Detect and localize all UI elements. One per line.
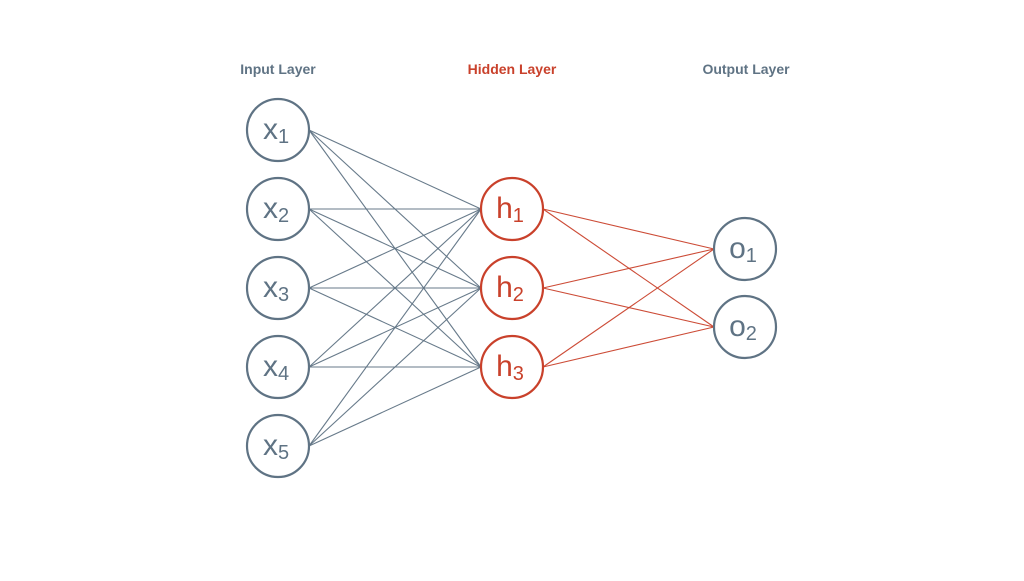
- node-index: 2: [278, 205, 289, 227]
- node-label: h1: [496, 192, 524, 227]
- node-x3: x3: [245, 255, 311, 321]
- node-circle: [245, 97, 311, 163]
- node-label: x4: [263, 350, 289, 385]
- node-label: x1: [263, 113, 289, 148]
- node-index: 3: [278, 284, 289, 306]
- node-index: 2: [513, 284, 524, 306]
- node-index: 5: [278, 442, 289, 464]
- node-index: 1: [278, 126, 289, 148]
- node-label: x5: [263, 429, 289, 464]
- hidden-layer-label: Hidden Layer: [468, 61, 557, 77]
- node-index: 4: [278, 363, 289, 385]
- node-x5: x5: [245, 413, 311, 479]
- node-label: o1: [729, 232, 757, 267]
- node-circle: [245, 334, 311, 400]
- node-label: x2: [263, 192, 289, 227]
- node-label: o2: [729, 310, 757, 345]
- edge-x5-h2: [308, 287, 482, 447]
- edge-h3-o2: [542, 326, 715, 368]
- node-h2: h2: [479, 255, 545, 321]
- edge-x4-h1: [308, 208, 482, 368]
- input-layer-label: Input Layer: [240, 61, 316, 77]
- node-circle: [479, 176, 545, 242]
- node-circle: [245, 255, 311, 321]
- node-circle: [245, 413, 311, 479]
- layer-labels: Input Layer Hidden Layer Output Layer: [240, 61, 790, 77]
- node-x2: x2: [245, 176, 311, 242]
- node-o2: o2: [712, 294, 778, 360]
- node-letter: x: [263, 271, 278, 304]
- node-index: 1: [746, 245, 757, 267]
- node-x4: x4: [245, 334, 311, 400]
- edge-h1-o1: [542, 208, 715, 250]
- node-h3: h3: [479, 334, 545, 400]
- node-letter: x: [263, 192, 278, 225]
- node-circle: [712, 216, 778, 282]
- node-letter: x: [263, 350, 278, 383]
- edge-h3-o1: [542, 248, 715, 368]
- node-circle: [245, 176, 311, 242]
- node-letter: x: [263, 113, 278, 146]
- node-letter: o: [729, 310, 746, 343]
- node-o1: o1: [712, 216, 778, 282]
- node-circle: [479, 255, 545, 321]
- node-letter: o: [729, 232, 746, 265]
- output-layer-label: Output Layer: [702, 61, 790, 77]
- node-letter: h: [496, 350, 513, 383]
- node-letter: x: [263, 429, 278, 462]
- node-x1: x1: [245, 97, 311, 163]
- edge-h2-o1: [542, 248, 715, 289]
- edge-x1-h1: [308, 129, 482, 210]
- node-label: x3: [263, 271, 289, 306]
- node-label: h2: [496, 271, 524, 306]
- node-letter: h: [496, 192, 513, 225]
- node-index: 2: [746, 323, 757, 345]
- edge-x5-h1: [308, 208, 482, 447]
- node-index: 3: [513, 363, 524, 385]
- node-label: h3: [496, 350, 524, 385]
- edge-x5-h3: [308, 366, 482, 447]
- connections: [308, 129, 715, 447]
- node-circle: [712, 294, 778, 360]
- node-letter: h: [496, 271, 513, 304]
- edge-x3-h1: [308, 208, 482, 289]
- node-circle: [479, 334, 545, 400]
- node-h1: h1: [479, 176, 545, 242]
- node-index: 1: [513, 205, 524, 227]
